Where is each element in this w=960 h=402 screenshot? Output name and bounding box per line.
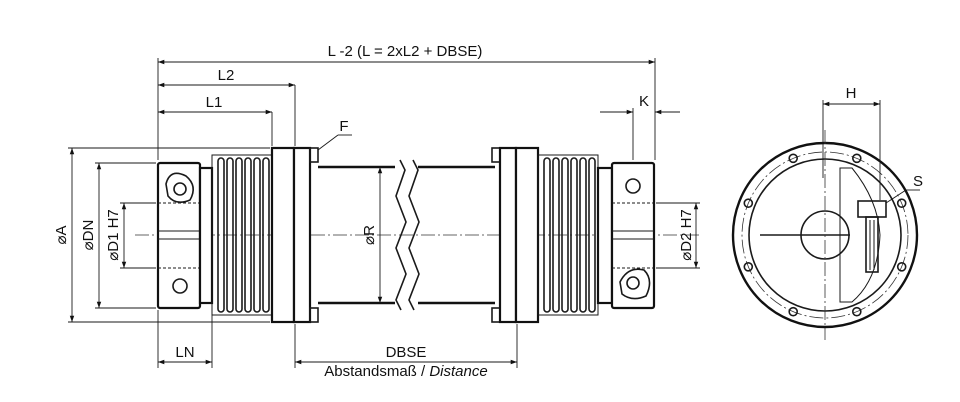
bellows-convolution	[552, 157, 560, 313]
l1-label: L1	[206, 94, 223, 111]
side-view: L -2 (L = 2xL2 + DBSE) L2 L1 K F ⌀A ⌀DN …	[53, 43, 700, 380]
distance-label: Abstandsmaß / Distance	[324, 363, 487, 380]
bolt-hole	[851, 306, 862, 317]
overall-length-label: L -2 (L = 2xL2 + DBSE)	[328, 43, 483, 60]
hub-section-hatch	[839, 167, 881, 303]
bellows-convolution	[226, 157, 234, 313]
front-view: H S	[731, 85, 923, 340]
h-label: H	[846, 85, 857, 102]
diameter-d2-label: ⌀D2 H7	[678, 209, 695, 261]
bolt-hole	[896, 198, 907, 208]
bolt-hole	[788, 153, 799, 164]
diameter-a-label: ⌀A	[53, 225, 70, 244]
f-label: F	[339, 118, 348, 135]
bellows-convolution	[570, 157, 578, 313]
bellows-convolution	[235, 157, 243, 313]
clamp-screw-head	[857, 200, 887, 218]
dimension-lines	[68, 58, 700, 368]
bellows-convolution	[244, 157, 252, 313]
l2-label: L2	[218, 67, 235, 84]
s-label: S	[913, 173, 923, 190]
bolt-hole	[743, 198, 754, 208]
right-bellows	[537, 154, 599, 316]
bellows-convolution	[579, 157, 587, 313]
k-label: K	[639, 93, 649, 110]
left-hub	[156, 161, 214, 310]
diameter-d1-label: ⌀D1 H7	[105, 209, 122, 261]
bolt-circle	[741, 151, 909, 319]
clamp-screw-shank	[865, 216, 879, 273]
distance-label-en: Distance	[429, 363, 487, 380]
bolt-hole	[743, 261, 754, 272]
distance-label-de: Abstandsmaß /	[324, 363, 429, 380]
bellows-convolution	[262, 157, 270, 313]
right-flange	[491, 146, 540, 324]
bellows-convolution	[588, 157, 596, 313]
diameter-dn-label: ⌀DN	[80, 220, 97, 251]
bellows-convolution	[217, 157, 225, 313]
bolt-hole	[896, 261, 907, 272]
left-bellows	[211, 154, 273, 316]
right-hub	[596, 161, 656, 310]
bolt-holes	[743, 153, 907, 317]
ln-label: LN	[175, 344, 194, 361]
bolt-hole	[851, 153, 862, 164]
diameter-r-label: ⌀R	[361, 225, 378, 245]
bellows-convolution	[561, 157, 569, 313]
left-flange	[270, 146, 319, 324]
dbse-label: DBSE	[386, 344, 427, 361]
bolt-hole	[788, 306, 799, 317]
bellows-convolution	[543, 157, 551, 313]
bellows-convolution	[253, 157, 261, 313]
